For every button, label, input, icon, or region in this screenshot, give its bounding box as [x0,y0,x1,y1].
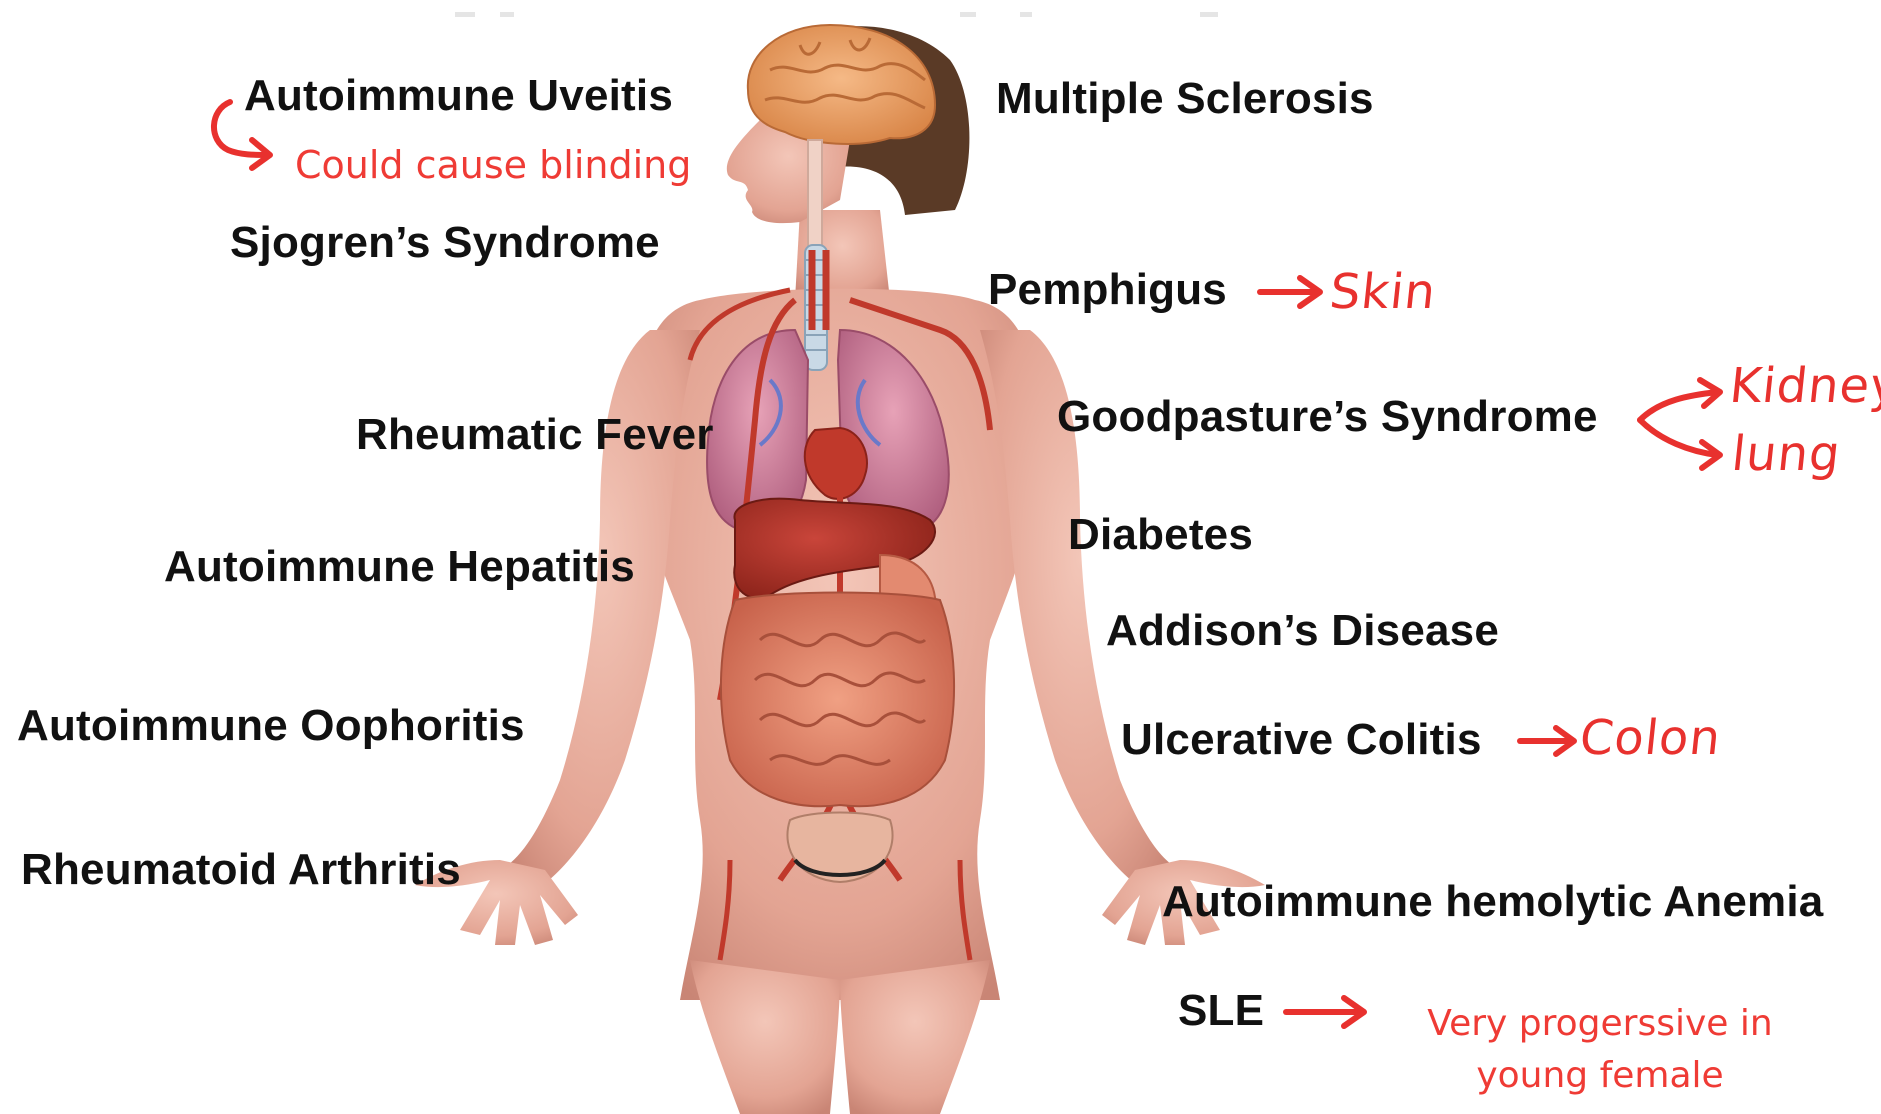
annotation-very-progressive: Very progerssive in young female [1390,998,1810,1102]
goodpasture-arrow-down [1640,420,1718,455]
annotation-kidney: Kidney [1727,362,1881,410]
annotation-colon: Colon [1577,714,1723,762]
annotation-very-progressive-line1: Very progerssive in [1390,998,1810,1050]
annotation-could-cause-blinding: Could cause blinding [295,146,691,184]
annotation-skin: Skin [1327,268,1438,316]
annotation-lung: lung [1729,430,1843,478]
annotation-very-progressive-line2: young female [1390,1050,1810,1102]
